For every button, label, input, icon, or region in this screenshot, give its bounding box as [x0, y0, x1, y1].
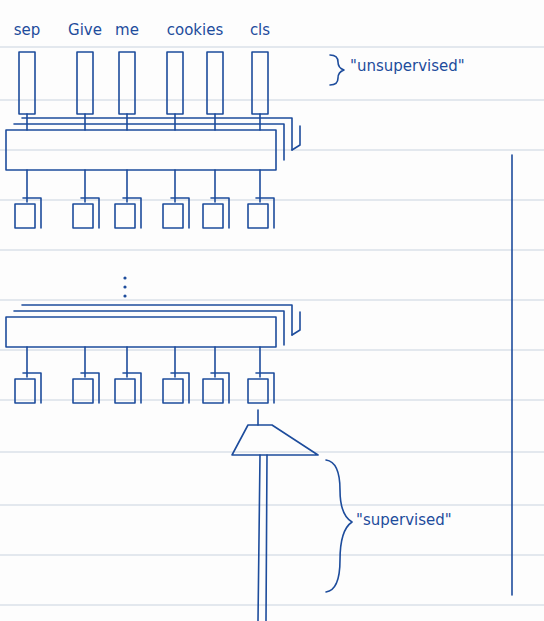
- state-shadow: [123, 373, 141, 403]
- token-box: [119, 52, 135, 114]
- token-label: sep: [14, 22, 41, 39]
- state-shadow: [123, 198, 141, 228]
- wire: [26, 114, 28, 130]
- state-shadow: [256, 198, 274, 228]
- token-box: [252, 52, 268, 114]
- state-shadow: [81, 373, 99, 403]
- encoder-layer: [6, 305, 300, 347]
- ruled-lines: [0, 47, 544, 605]
- token-label: me: [115, 22, 139, 39]
- state-box: [15, 204, 35, 228]
- wire: [259, 114, 261, 130]
- stage-label: "supervised": [356, 512, 452, 529]
- wire: [126, 114, 128, 130]
- state-box: [15, 379, 35, 403]
- divider-line: [511, 155, 513, 595]
- state-box: [163, 204, 183, 228]
- state-box: [73, 379, 93, 403]
- state-shadow: [23, 373, 41, 403]
- token-label: cookies: [167, 22, 224, 39]
- state-box: [203, 204, 223, 228]
- token-label: Give: [68, 22, 102, 39]
- state-shadow: [256, 373, 274, 403]
- brace: [330, 55, 344, 85]
- wire: [84, 114, 86, 130]
- state-shadow: [23, 198, 41, 228]
- state-shadow: [171, 373, 189, 403]
- state-shadow: [81, 198, 99, 228]
- state-shadow: [211, 198, 229, 228]
- state-box: [163, 379, 183, 403]
- brace: [326, 460, 352, 592]
- state-box: [248, 204, 268, 228]
- token-box: [77, 52, 93, 114]
- state-box: [115, 379, 135, 403]
- wire: [174, 114, 176, 130]
- token-box: [167, 52, 183, 114]
- state-box: [115, 204, 135, 228]
- hidden-states: [15, 347, 274, 403]
- state-box: [203, 379, 223, 403]
- state-shadow: [171, 198, 189, 228]
- classifier-head: [232, 410, 318, 621]
- encoder-layer: [6, 118, 300, 170]
- state-shadow: [211, 373, 229, 403]
- ellipsis-dots: [123, 276, 126, 297]
- stage-label: "unsupervised": [350, 58, 465, 75]
- token-box: [207, 52, 223, 114]
- state-box: [248, 379, 268, 403]
- hidden-states: [15, 170, 274, 228]
- token-box: [19, 52, 35, 114]
- state-box: [73, 204, 93, 228]
- token-label: cls: [250, 22, 270, 39]
- wire: [214, 114, 216, 130]
